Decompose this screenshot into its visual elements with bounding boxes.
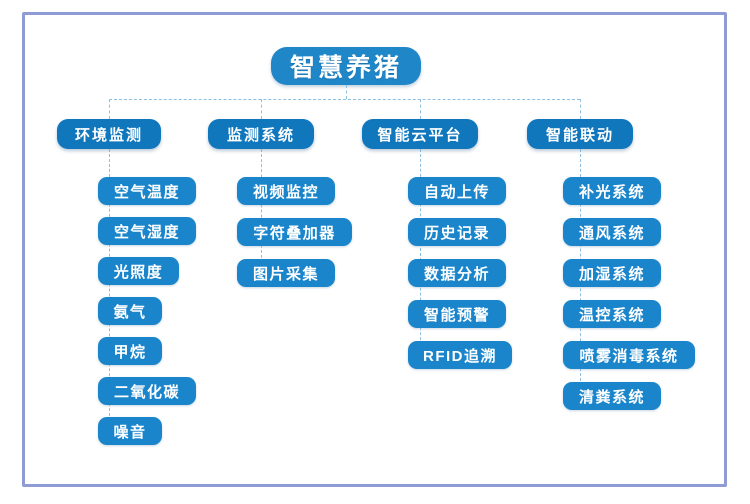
leaf-node-3-3[interactable]: 温控系统: [563, 300, 661, 328]
leaf-node-3-4[interactable]: 喷雾消毒系统: [563, 341, 695, 369]
leaf-node-0-5[interactable]: 二氧化碳: [98, 377, 196, 405]
branch-drop-2: [420, 99, 421, 119]
title-stem: [346, 85, 347, 99]
leaf-node-1-0[interactable]: 视频监控: [237, 177, 335, 205]
diagram-frame: [22, 12, 727, 487]
branch-drop-1: [261, 99, 262, 119]
leaf-node-1-1[interactable]: 字符叠加器: [237, 218, 352, 246]
leaf-node-3-5[interactable]: 清粪系统: [563, 382, 661, 410]
branch-trunk-2: [420, 149, 421, 355]
branch-node-2[interactable]: 智能云平台: [362, 119, 478, 149]
leaf-node-0-3[interactable]: 氨气: [98, 297, 162, 325]
branch-node-3[interactable]: 智能联动: [527, 119, 633, 149]
branch-drop-0: [109, 99, 110, 119]
branch-node-1[interactable]: 监测系统: [208, 119, 314, 149]
branch-drop-3: [580, 99, 581, 119]
branch-trunk-0: [109, 149, 110, 431]
leaf-node-0-2[interactable]: 光照度: [98, 257, 179, 285]
branch-node-0[interactable]: 环境监测: [57, 119, 161, 149]
leaf-node-3-2[interactable]: 加湿系统: [563, 259, 661, 287]
leaf-node-0-1[interactable]: 空气湿度: [98, 217, 196, 245]
leaf-node-2-1[interactable]: 历史记录: [408, 218, 506, 246]
branch-bus: [109, 99, 580, 100]
branch-trunk-1: [261, 149, 262, 273]
leaf-node-2-2[interactable]: 数据分析: [408, 259, 506, 287]
leaf-node-3-0[interactable]: 补光系统: [563, 177, 661, 205]
leaf-node-1-2[interactable]: 图片采集: [237, 259, 335, 287]
leaf-node-2-3[interactable]: 智能预警: [408, 300, 506, 328]
diagram-title-node: 智慧养猪: [271, 47, 421, 85]
leaf-node-2-0[interactable]: 自动上传: [408, 177, 506, 205]
leaf-node-0-6[interactable]: 噪音: [98, 417, 162, 445]
leaf-node-0-4[interactable]: 甲烷: [98, 337, 162, 365]
leaf-node-3-1[interactable]: 通风系统: [563, 218, 661, 246]
leaf-node-2-4[interactable]: RFID追溯: [408, 341, 512, 369]
leaf-node-0-0[interactable]: 空气温度: [98, 177, 196, 205]
